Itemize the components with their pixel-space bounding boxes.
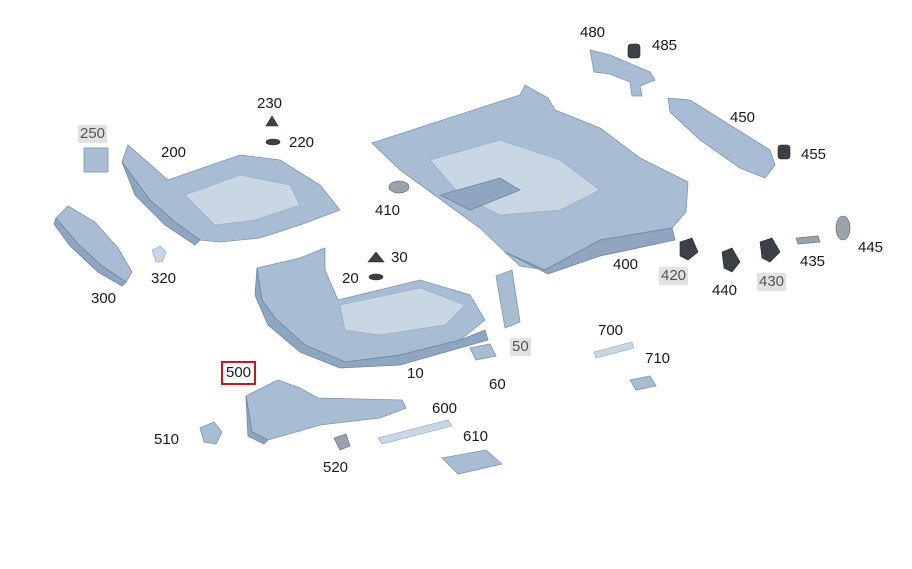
callout-410[interactable]: 410 [375, 202, 401, 219]
part-510-cap[interactable] [199, 421, 223, 445]
part-445-ring[interactable] [835, 215, 851, 241]
callout-480[interactable]: 480 [580, 24, 606, 41]
callout-600[interactable]: 600 [432, 400, 458, 417]
callout-400[interactable]: 400 [613, 256, 639, 273]
callout-430[interactable]: 430 [757, 273, 787, 291]
callout-320[interactable]: 320 [151, 270, 177, 287]
part-455-clip[interactable] [777, 144, 791, 160]
part-410-grommet[interactable] [388, 180, 410, 194]
callout-455[interactable]: 455 [801, 146, 827, 163]
callout-220[interactable]: 220 [289, 134, 315, 151]
part-420-bracket[interactable] [679, 237, 699, 261]
callout-500-selected[interactable]: 500 [221, 361, 257, 385]
callout-485[interactable]: 485 [652, 37, 678, 54]
part-200-side-trim[interactable] [121, 144, 341, 246]
part-220-washer[interactable] [265, 138, 281, 146]
callout-520[interactable]: 520 [323, 459, 349, 476]
part-400-floor-carpet[interactable] [371, 84, 689, 275]
callout-230[interactable]: 230 [257, 95, 283, 112]
callout-200[interactable]: 200 [161, 144, 187, 161]
part-300-vent-grill[interactable] [53, 205, 133, 287]
part-500-sill-cover[interactable] [245, 379, 407, 445]
callout-300[interactable]: 300 [91, 290, 117, 307]
part-430-bracket[interactable] [759, 237, 781, 263]
callout-50[interactable]: 50 [510, 338, 531, 356]
callout-60[interactable]: 60 [489, 376, 506, 393]
callout-20[interactable]: 20 [342, 270, 359, 287]
callout-510[interactable]: 510 [154, 431, 180, 448]
part-435-bolt[interactable] [795, 235, 821, 245]
part-10-floor-module[interactable] [254, 247, 489, 369]
part-30-cap[interactable] [367, 251, 385, 263]
part-50-pad[interactable] [495, 269, 521, 329]
part-710-pad[interactable] [629, 375, 657, 391]
part-320-clip[interactable] [151, 245, 167, 263]
part-610-pad[interactable] [441, 449, 503, 475]
part-600-strip[interactable] [377, 419, 453, 445]
part-20-washer[interactable] [368, 273, 384, 281]
callout-420[interactable]: 420 [659, 267, 689, 285]
callout-435[interactable]: 435 [800, 253, 826, 270]
part-60-pad[interactable] [469, 343, 497, 361]
callout-450[interactable]: 450 [730, 109, 756, 126]
callout-10[interactable]: 10 [407, 365, 424, 382]
part-250-block[interactable] [83, 147, 109, 173]
part-230-cap[interactable] [265, 115, 279, 127]
part-440-bracket[interactable] [721, 247, 741, 273]
callout-445[interactable]: 445 [858, 239, 884, 256]
callout-250[interactable]: 250 [78, 125, 108, 143]
part-700-strip[interactable] [593, 341, 635, 359]
callout-710[interactable]: 710 [645, 350, 671, 367]
callout-610[interactable]: 610 [463, 428, 489, 445]
part-450-sill[interactable] [667, 97, 776, 179]
callout-700[interactable]: 700 [598, 322, 624, 339]
callout-440[interactable]: 440 [712, 282, 738, 299]
part-485-clip[interactable] [627, 43, 641, 59]
callout-30[interactable]: 30 [391, 249, 408, 266]
part-480-bracket[interactable] [589, 49, 656, 97]
part-520-clip[interactable] [333, 433, 351, 451]
